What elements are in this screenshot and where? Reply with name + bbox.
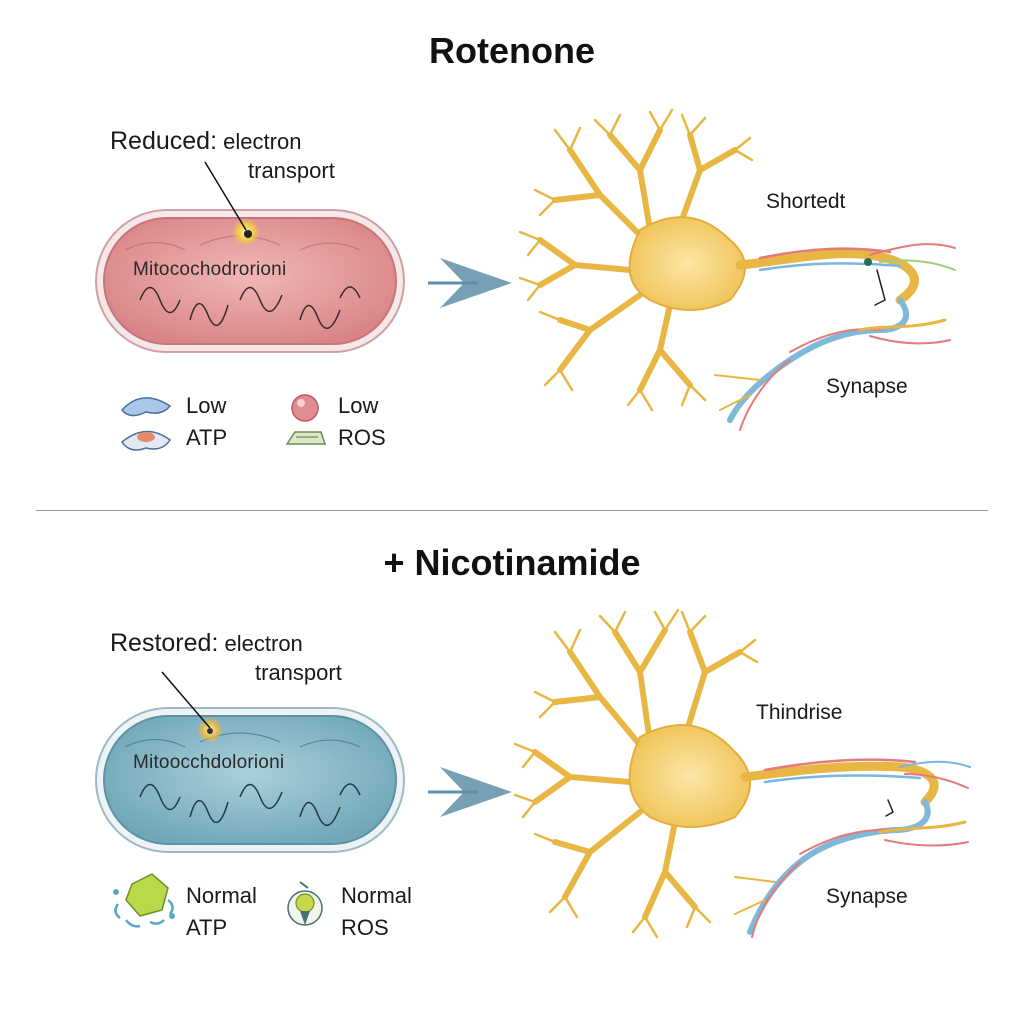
callout-line1: electron xyxy=(224,631,303,656)
nicotinamide-illustration xyxy=(95,608,971,939)
legend-ros: Low ROS xyxy=(338,390,386,454)
legend-ros-line2: ROS xyxy=(338,425,386,450)
legend-atp-line1: Low xyxy=(186,393,227,418)
mitochondrion-icon xyxy=(95,209,405,353)
rotenone-panel: Rotenone xyxy=(0,0,1024,510)
mitochondrion-icon xyxy=(95,707,405,853)
legend-atp: Normal ATP xyxy=(186,880,257,944)
panel-title: + Nicotinamide xyxy=(383,542,641,583)
legend-atp: Low ATP xyxy=(186,390,227,454)
legend-ros-line1: Low xyxy=(338,393,379,418)
callout-line2: transport xyxy=(248,158,335,183)
legend-ros-line2: ROS xyxy=(341,915,389,940)
legend-atp-line2: ATP xyxy=(186,425,228,450)
neuron-label-synapse: Synapse xyxy=(826,885,908,908)
arrow-right-icon xyxy=(428,258,512,308)
callout-line1: electron xyxy=(223,129,302,154)
neuron-icon xyxy=(518,108,956,431)
nicotinamide-panel: + Nicotinamide xyxy=(0,512,1024,1022)
callout-pointer xyxy=(161,671,211,729)
ros-icon xyxy=(287,881,323,926)
legend-ros: Normal ROS xyxy=(341,880,412,944)
callout-text: Reduced: electron xyxy=(110,126,301,157)
neuron-icon xyxy=(513,608,971,939)
neuron-label-synapse: Synapse xyxy=(826,375,908,398)
callout-status: Restored: xyxy=(110,629,219,657)
arrow-right-icon xyxy=(428,767,512,817)
mitochondrion-label: Mitocochodrorioni xyxy=(133,259,287,280)
legend-ros-line1: Normal xyxy=(341,883,412,908)
callout-line2: transport xyxy=(255,660,342,685)
legend-atp-line1: Normal xyxy=(186,883,257,908)
atp-icon xyxy=(121,397,172,451)
callout-text: Restored: electron xyxy=(110,628,303,659)
mitochondrion-label: Mitoocchdolorioni xyxy=(133,752,285,773)
callout-status: Reduced: xyxy=(110,127,218,155)
neuron-label-dendrite: Thindrise xyxy=(756,701,843,724)
legend-atp-line2: ATP xyxy=(186,915,228,940)
rotenone-illustration xyxy=(95,108,956,451)
panel-title: Rotenone xyxy=(429,30,595,71)
panel-divider xyxy=(36,510,988,511)
ros-icon xyxy=(285,394,327,445)
neuron-label-dendrite: Shortedt xyxy=(766,190,846,213)
callout-pointer xyxy=(204,161,247,231)
atp-icon xyxy=(113,873,175,928)
